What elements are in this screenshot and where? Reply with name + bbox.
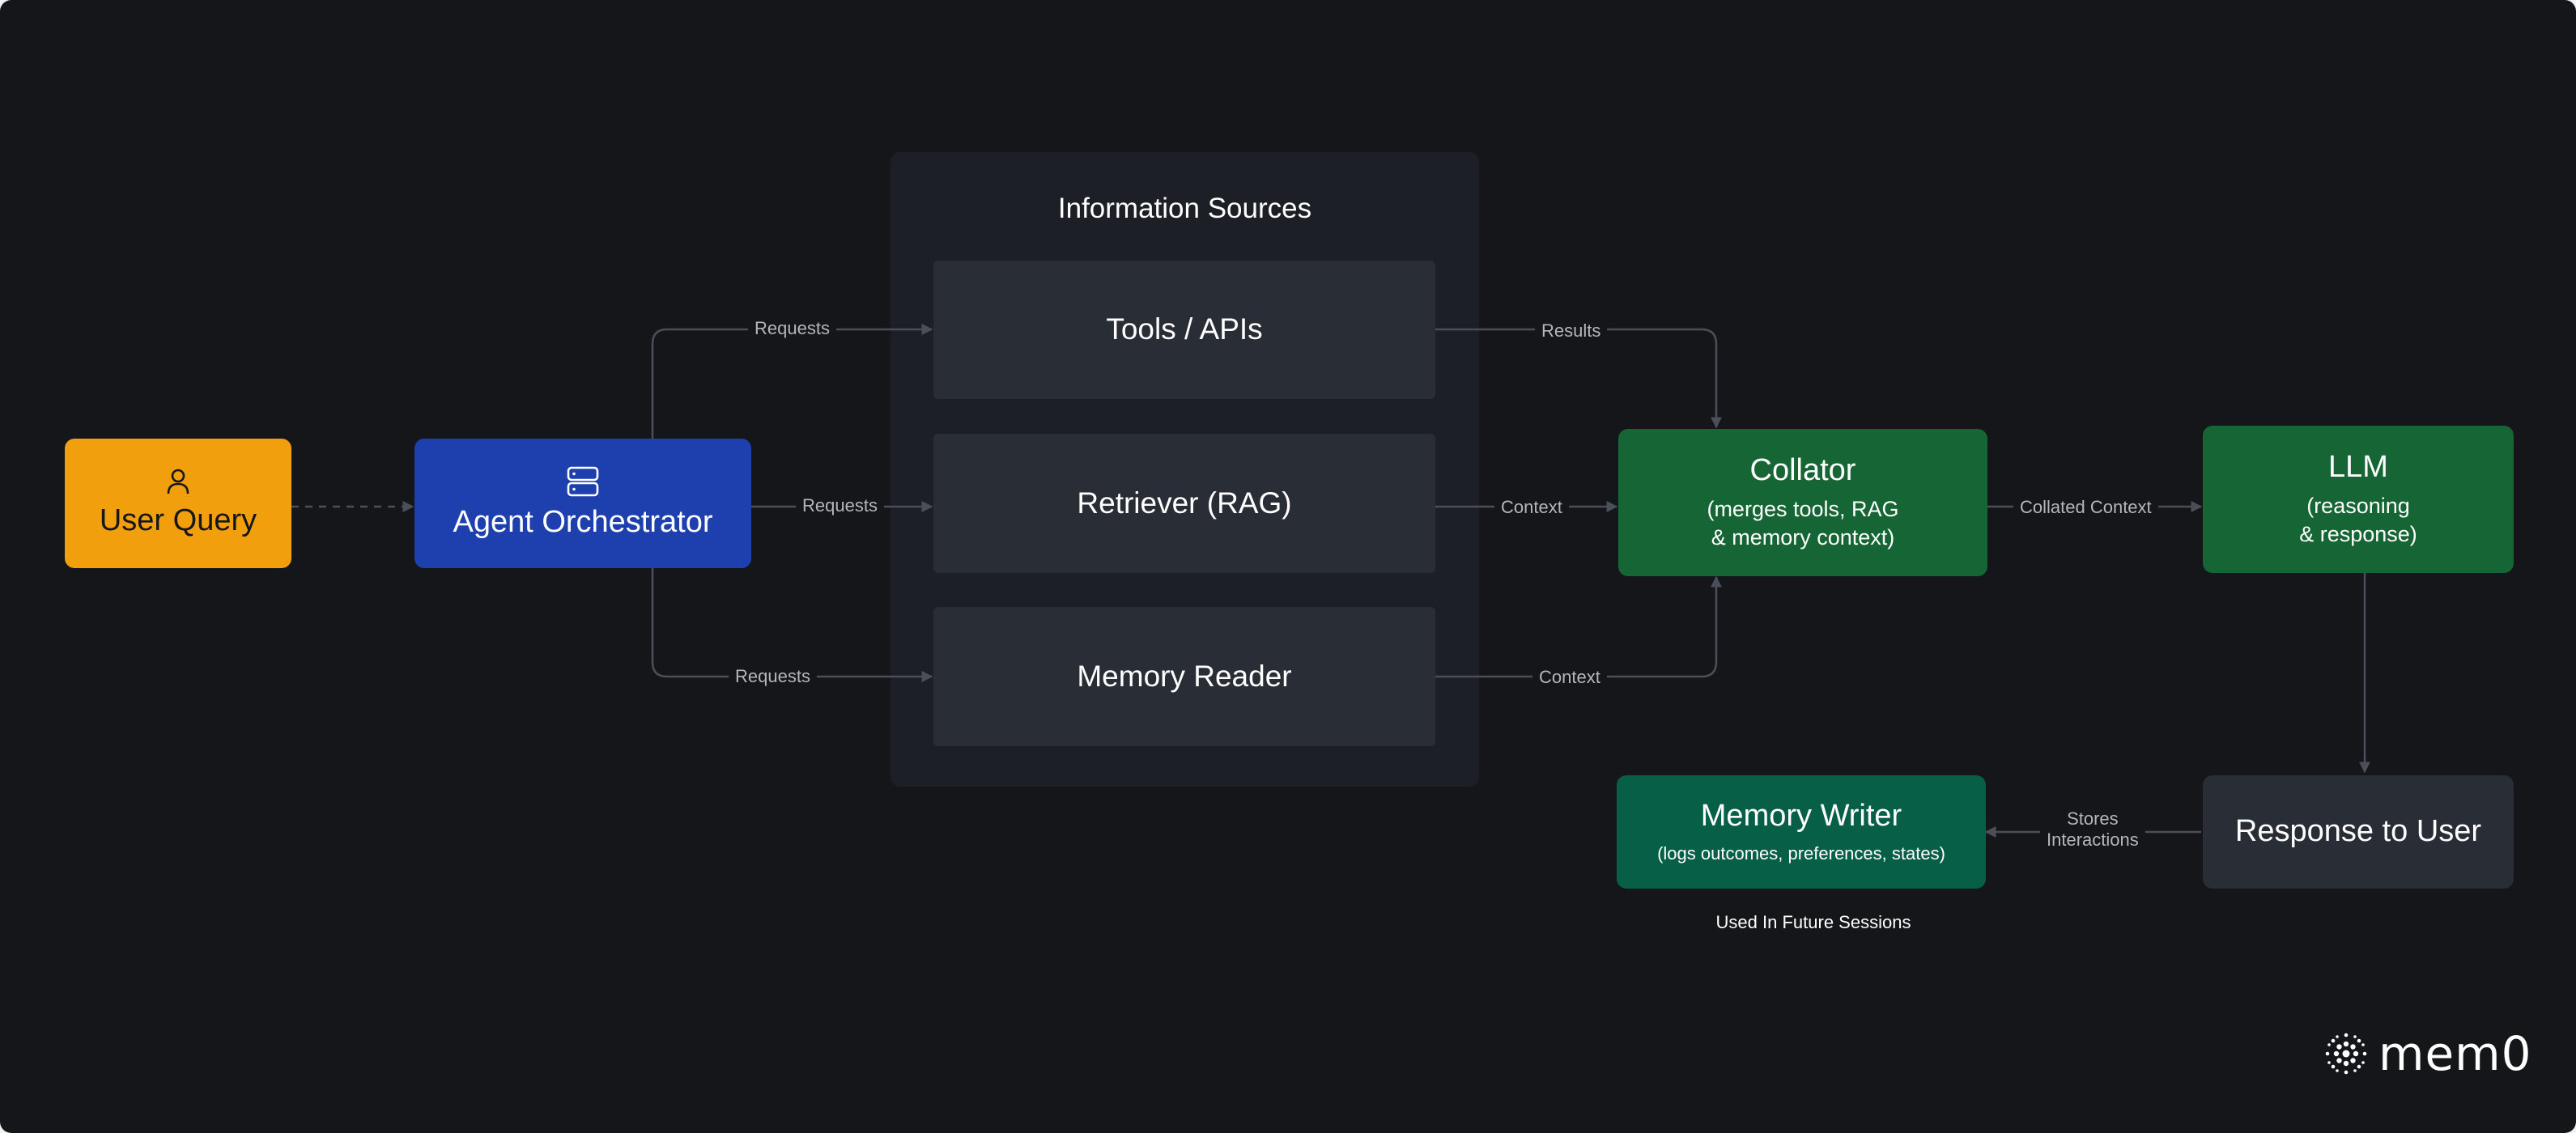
agent-orchestrator-node: Agent Orchestrator bbox=[414, 439, 751, 568]
retriever-rag-label: Retriever (RAG) bbox=[1077, 486, 1292, 520]
collator-node: Collator (merges tools, RAG & memory con… bbox=[1618, 429, 1987, 576]
collator-description: (merges tools, RAG & memory context) bbox=[1707, 496, 1899, 550]
server-icon bbox=[567, 466, 599, 497]
information-sources-title: Information Sources bbox=[1057, 193, 1312, 224]
edge-label-stores-interactions: Stores Interactions bbox=[2040, 807, 2145, 853]
mem0-logo-text: mem0 bbox=[2378, 1026, 2532, 1081]
memory-reader-label: Memory Reader bbox=[1077, 659, 1292, 693]
response-to-user-node: Response to User bbox=[2203, 775, 2514, 889]
retriever-rag-node: Retriever (RAG) bbox=[933, 434, 1435, 573]
memory-writer-node: Memory Writer (logs outcomes, preference… bbox=[1617, 775, 1986, 889]
user-query-node: User Query bbox=[65, 439, 291, 568]
footnote-future-sessions: Used In Future Sessions bbox=[1715, 912, 1911, 932]
edge-label-requests-bottom: Requests bbox=[729, 664, 817, 690]
edge-tools-to-collator bbox=[1435, 328, 1722, 429]
edge-memory-reader-to-collator bbox=[1435, 575, 1722, 678]
edge-label-requests-mid: Requests bbox=[796, 494, 884, 519]
edge-orchestrator-to-memory-reader bbox=[651, 568, 933, 682]
edge-orchestrator-to-tools bbox=[651, 324, 933, 439]
tools-apis-node: Tools / APIs bbox=[933, 261, 1435, 399]
collator-label: Collator bbox=[1749, 453, 1856, 488]
llm-label: LLM bbox=[2328, 450, 2388, 485]
edge-label-collated-context: Collated Context bbox=[2013, 495, 2158, 520]
edge-label-results: Results bbox=[1535, 319, 1608, 344]
response-to-user-label: Response to User bbox=[2234, 814, 2482, 849]
mem0-logo: mem0 bbox=[2323, 1026, 2532, 1081]
user-query-label: User Query bbox=[99, 503, 257, 538]
tools-apis-label: Tools / APIs bbox=[1106, 312, 1263, 346]
llm-node: LLM (reasoning & response) bbox=[2203, 426, 2514, 573]
edge-label-context-bottom: Context bbox=[1532, 665, 1607, 690]
memory-writer-description: (logs outcomes, preferences, states) bbox=[1657, 842, 1945, 864]
mem0-logo-icon bbox=[2325, 1033, 2367, 1075]
edge-label-context-mid: Context bbox=[1494, 495, 1569, 520]
agent-orchestrator-label: Agent Orchestrator bbox=[453, 505, 713, 540]
memory-writer-label: Memory Writer bbox=[1700, 798, 1902, 833]
memory-reader-node: Memory Reader bbox=[933, 607, 1435, 746]
user-icon bbox=[167, 469, 189, 494]
edge-label-requests-top: Requests bbox=[748, 316, 836, 342]
llm-description: (reasoning & response) bbox=[2299, 493, 2417, 546]
